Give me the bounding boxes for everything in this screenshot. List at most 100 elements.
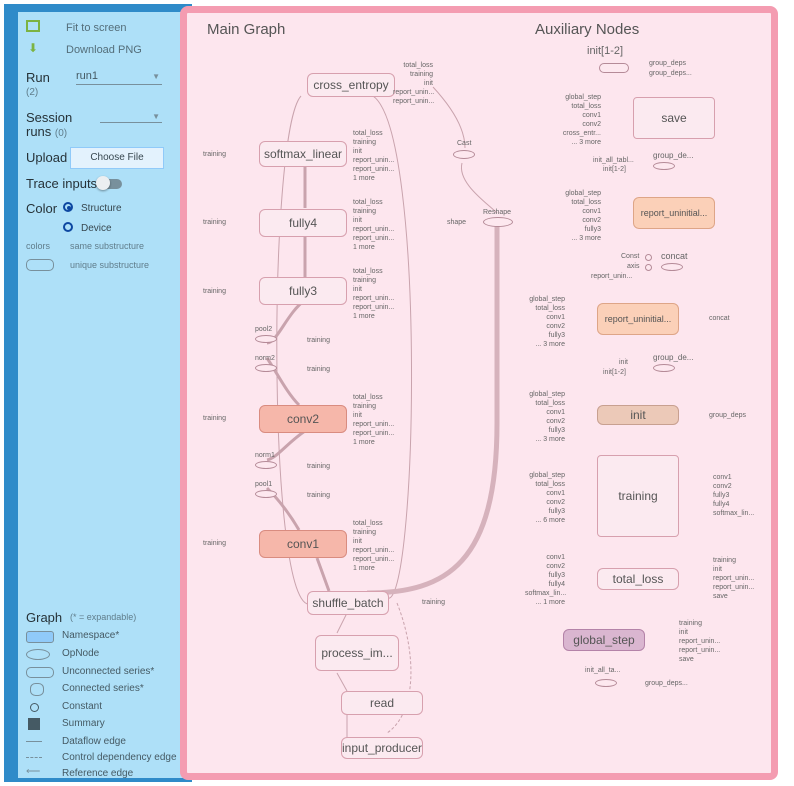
chevron-down-icon: ▼	[152, 112, 160, 121]
choose-file-button[interactable]: Choose File	[70, 147, 164, 169]
training-label: training	[307, 337, 330, 344]
session-runs-select[interactable]: ▼	[100, 110, 162, 123]
color-device-radio[interactable]	[63, 222, 73, 232]
report-uninitialized-node-2[interactable]: report_uninitial...	[597, 303, 679, 335]
run-select[interactable]: run1 ▼	[76, 70, 162, 85]
connected-series-icon	[30, 683, 44, 696]
norm2-node[interactable]	[255, 364, 277, 372]
total-loss-outputs: training init report_unin... report_unin…	[713, 557, 755, 600]
report2-inputs: global_step total_loss conv1 conv2 fully…	[529, 296, 565, 348]
training-node[interactable]: training	[597, 455, 679, 537]
global-step-outputs: training init report_unin... report_unin…	[679, 620, 721, 663]
run-select-value: run1	[76, 70, 99, 82]
pool2-node[interactable]	[255, 335, 277, 343]
init-inputs: global_step total_loss conv1 conv2 fully…	[529, 391, 565, 443]
training-label: training	[203, 151, 226, 158]
norm1-label: norm1	[255, 452, 275, 459]
training-label: training	[422, 599, 445, 606]
init12-label: init[1-2]	[587, 45, 624, 57]
input-producer-node[interactable]: input_producer	[341, 737, 423, 759]
run-label: Run	[26, 70, 50, 85]
conv1-outputs: total_loss training init report_unin... …	[353, 520, 395, 572]
training-label: training	[203, 219, 226, 226]
fully3-outputs: total_loss training init report_unin... …	[353, 268, 395, 320]
fully4-node[interactable]: fully4	[259, 209, 347, 237]
training-label: training	[203, 415, 226, 422]
total-loss-node[interactable]: total_loss	[597, 568, 679, 590]
toggle-knob	[96, 176, 110, 190]
group-de-label: group_de...	[653, 151, 694, 160]
cross-entropy-node[interactable]: cross_entropy	[307, 73, 395, 97]
init-group-deps-label: group_deps	[709, 412, 746, 419]
training-outputs: conv1 conv2 fully3 fully4 softmax_lin...	[713, 474, 755, 517]
sidebar-panel: Fit to screen ⬇ Download PNG Run (2) run…	[18, 12, 184, 779]
init-all-ta-node[interactable]	[595, 679, 617, 687]
legend-dataflow-label: Dataflow edge	[62, 736, 126, 747]
cast-node[interactable]	[453, 150, 475, 159]
pool1-node[interactable]	[255, 490, 277, 498]
constant-icon	[30, 703, 39, 712]
training-inputs: global_step total_loss conv1 conv2 fully…	[529, 472, 565, 524]
report-uninitialized-node-1[interactable]: report_uninitial...	[633, 197, 715, 229]
group-de-node[interactable]	[653, 162, 675, 170]
upload-label: Upload	[26, 150, 68, 165]
init12-series-node[interactable]	[599, 63, 629, 73]
reshape-node[interactable]	[483, 217, 513, 227]
color-structure-radio[interactable]	[63, 202, 73, 212]
trace-inputs-toggle[interactable]	[96, 176, 122, 190]
softmax-linear-node[interactable]: softmax_linear	[259, 141, 347, 167]
legend-summary-label: Summary	[62, 718, 105, 729]
group-de-node-2[interactable]	[653, 364, 675, 372]
training-label: training	[307, 492, 330, 499]
read-node[interactable]: read	[341, 691, 423, 715]
legend-connected-label: Connected series*	[62, 683, 144, 694]
color-device-label: Device	[81, 223, 112, 234]
report1-inputs: global_step total_loss conv1 conv2 fully…	[565, 190, 601, 242]
graph-legend-title: Graph	[26, 610, 63, 625]
fully4-outputs: total_loss training init report_unin... …	[353, 199, 395, 251]
global-step-node[interactable]: global_step	[563, 629, 645, 651]
pool1-label: pool1	[255, 481, 273, 488]
unique-substructure-swatch	[26, 259, 54, 271]
color-label: Color	[26, 201, 58, 216]
cast-label: Cast	[457, 140, 472, 147]
training-label: training	[203, 540, 226, 547]
conv1-node[interactable]: conv1	[259, 530, 347, 558]
expandable-note: (* = expandable)	[70, 612, 137, 622]
legend-control-label: Control dependency edge	[62, 752, 177, 763]
norm2-label: norm2	[255, 355, 275, 362]
init-all-tables-label: init_all_tabl...	[593, 157, 634, 164]
dataflow-edge-icon	[26, 741, 42, 742]
training-label: training	[307, 463, 330, 470]
chevron-down-icon: ▼	[152, 72, 160, 81]
fully3-node[interactable]: fully3	[259, 277, 347, 305]
cross-entropy-outputs: total_loss training init report_unin... …	[393, 62, 435, 105]
auxiliary-nodes-title: Auxiliary Nodes	[535, 21, 640, 38]
norm1-node[interactable]	[255, 461, 277, 469]
trace-inputs-label: Trace inputs	[26, 176, 98, 191]
download-png-label: Download PNG	[66, 44, 142, 56]
unique-substructure-label: unique substructure	[70, 260, 150, 270]
axis-node[interactable]	[645, 264, 652, 271]
save-node[interactable]: save	[633, 97, 715, 139]
concat-label: concat	[661, 251, 688, 261]
const-node[interactable]	[645, 254, 652, 261]
opnode-icon	[26, 649, 50, 660]
init-all-ta-label: init_all_ta...	[585, 667, 621, 674]
graph-canvas[interactable]: Main Graph Auxiliary Nodes cross_entropy…	[180, 6, 778, 780]
pool2-label: pool2	[255, 326, 273, 333]
process-image-node[interactable]: process_im...	[315, 635, 399, 671]
softmax-outputs: total_loss training init report_unin... …	[353, 130, 395, 182]
axis-label: axis	[627, 263, 640, 270]
run-count: (2)	[26, 87, 39, 98]
session-runs-count: (0)	[54, 128, 68, 139]
legend-reference-label: Reference edge	[62, 768, 134, 779]
shuffle-batch-node[interactable]: shuffle_batch	[307, 591, 389, 615]
training-label: training	[203, 288, 226, 295]
concat-node[interactable]	[661, 263, 683, 271]
main-graph-title: Main Graph	[207, 21, 286, 38]
control-edge-icon	[26, 757, 42, 758]
init-node[interactable]: init	[597, 405, 679, 425]
color-structure-label: Structure	[81, 203, 122, 214]
conv2-node[interactable]: conv2	[259, 405, 347, 433]
